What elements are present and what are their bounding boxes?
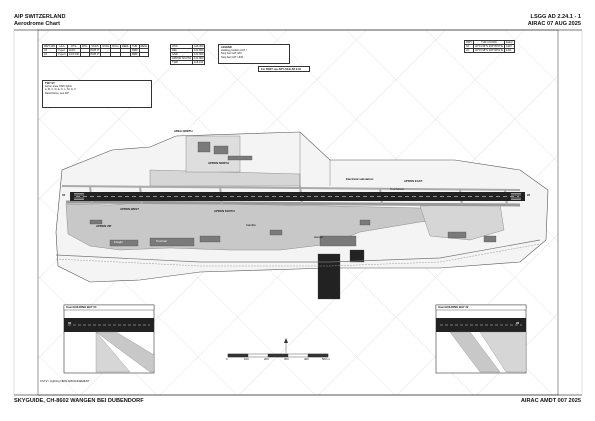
inset-holding-bay-22: [435, 304, 527, 374]
scale-bar: [227, 353, 329, 358]
apron-west-label: APRON WEST: [120, 207, 139, 211]
scale-label: 200: [264, 357, 269, 361]
satellite-label: Satellite: [246, 223, 256, 227]
scale-label: 0: [226, 357, 228, 361]
col-header: REDL: [120, 44, 131, 49]
col-header: RTIL: [79, 44, 90, 49]
inset-holding-bay-04: [63, 304, 155, 374]
chart-reference: LSGG AD 2.24.1 - 1: [530, 14, 581, 20]
lighting-note: CCTV / Lighting NEW ARRANGEMENT: [40, 379, 90, 383]
legend-item: Stop bar CAT II/III: [221, 52, 242, 56]
terminal-label: Terminal: [156, 239, 167, 243]
twy-restrictions-box: TWY ST Apron area, PAPI lights A, B, C, …: [42, 80, 152, 108]
list-item: Apron area, PAPI lights: [45, 85, 72, 89]
area-north-label: AREA NORTH: [174, 129, 193, 133]
freight-building: [109, 239, 139, 247]
aip-country-title: AIP SWITZERLAND: [14, 14, 66, 20]
inset-right-rwy: 22: [516, 321, 520, 325]
terminal-building: [149, 237, 195, 247]
scale-label: 400: [304, 357, 309, 361]
apron-south-label: APRON SOUTH: [214, 209, 235, 213]
list-item: A, B, C, D, E, K, L, M, N, X: [45, 88, 76, 92]
dsst-note: For DSST see AIP LSGG AD 2.10: [258, 66, 310, 72]
hangar-building: [319, 235, 357, 247]
airac-date: AIRAC 07 AUG 2025: [527, 21, 581, 27]
legend-box: LEGEND Holding position CAT I Stop bar C…: [218, 44, 290, 64]
taxiway-north: [61, 185, 521, 191]
rwy-22-label: 22: [527, 193, 531, 197]
publisher: SKYGUIDE, CH-8602 WANGEN BEI DUBENDORF: [14, 398, 144, 404]
inset-left-title: Inset HOLDING BAY 04: [66, 304, 97, 309]
inset-right-title: Inset HOLDING BAY 22: [438, 304, 469, 309]
electrical-label: Electrical substation: [346, 177, 374, 181]
twy-box-title: TWY ST: [45, 82, 55, 85]
apron-north-upper: [185, 135, 241, 173]
apron-east-label: APRON EAST: [404, 179, 423, 183]
apron-vip-label: APRON VIP: [96, 224, 112, 228]
scale-label: 100: [244, 357, 249, 361]
apron-north-label: APRON NORTH: [208, 161, 229, 165]
chart-title: Aerodrome Chart: [14, 21, 61, 27]
scale-label: 500 m: [322, 357, 330, 361]
inset-left-rwy: 04: [68, 321, 72, 325]
touchdown-label: Touchdown: [390, 187, 405, 191]
rwy-04-label: 04: [62, 193, 66, 197]
list-item: Restrictions, see AIP: [45, 91, 69, 95]
amendment: AIRAC AMDT 007 2025: [520, 398, 581, 404]
hangar-label: Hangar: [314, 235, 324, 239]
freight-label: Freight: [114, 240, 123, 244]
legend-title: LEGEND: [221, 46, 232, 49]
runway-04-22: [70, 192, 525, 201]
parking-block: [317, 253, 341, 300]
legend-item: Stop bar CAT I-II/III: [221, 55, 244, 59]
legend-item: Holding position CAT I: [221, 49, 247, 53]
col-header: RWY DIR: [41, 44, 58, 49]
scale-label: 300: [284, 357, 289, 361]
